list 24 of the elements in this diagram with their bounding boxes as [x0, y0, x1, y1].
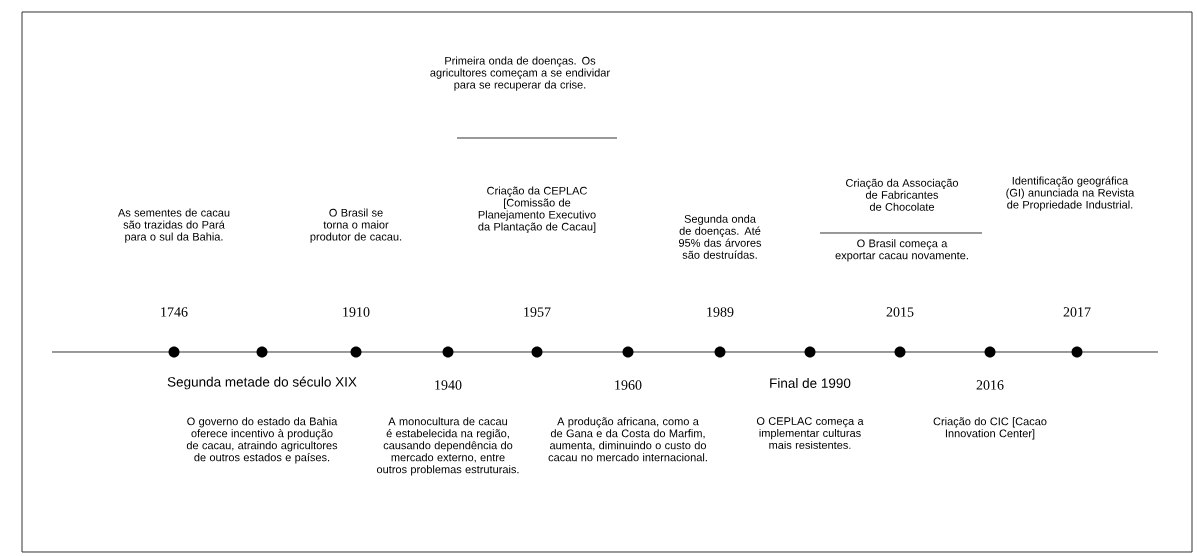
event-text: As sementes de cacau são trazidas do Pará para o sul da Bahia.: [117, 208, 230, 243]
year-label: 1940: [435, 380, 462, 390]
event-text: O Brasil se torna o maior produtor de cacau.: [310, 208, 402, 243]
year-label: 2015: [886, 307, 914, 317]
event-text: Criação da CEPLAC [Comissão de Planejamento Executivo da Plantação de Cacau]: [478, 186, 596, 233]
date-label: Final de 1990: [770, 378, 851, 388]
event-text: Criação da Associação de Fabricantes de Chocolate: [846, 178, 959, 211]
year-label: 1910: [343, 307, 370, 317]
event-text: Primeira onda de doenças. Os agricultores começam a se endividar para se recuperar da crise.: [430, 56, 610, 91]
year-label: 2016: [976, 380, 1004, 390]
date-label: Segunda metade do século XIX: [167, 376, 357, 390]
event-text: O Brasil começa a exportar cacau novamente.: [835, 239, 968, 262]
year-label: 1989: [707, 307, 734, 317]
year-label: 1957: [524, 307, 551, 317]
year-label: 1746: [161, 307, 188, 317]
event-text: O governo do estado da Bahia oferece incentivo à produção de cacau, atraindo agricultores de outros estados e países.: [186, 417, 338, 464]
year-label: 1960: [615, 380, 642, 390]
event-text: Identificação geográfica (GI) anunciada na Revista de Propriedade Industrial.: [1006, 176, 1135, 211]
event-text: Criação do CIC [Cacao Innovation Center]: [933, 417, 1047, 440]
event-text: O CEPLAC começa a implementar culturas mais resistentes.: [756, 417, 864, 449]
event-text: A produção africana, como a de Gana e da Costa do Marfim, aumenta, diminuindo o custo do cacau no mercado internacional.: [548, 417, 707, 462]
event-text: Segunda onda de doenças. Até 95% das árvores são destruídas.: [678, 214, 762, 259]
event-text: A monocultura de cacau é estabelecida na região, causando dependência do mercado externo, entre outros problemas estruturais.: [376, 417, 519, 476]
year-label: 2017: [1063, 307, 1091, 317]
